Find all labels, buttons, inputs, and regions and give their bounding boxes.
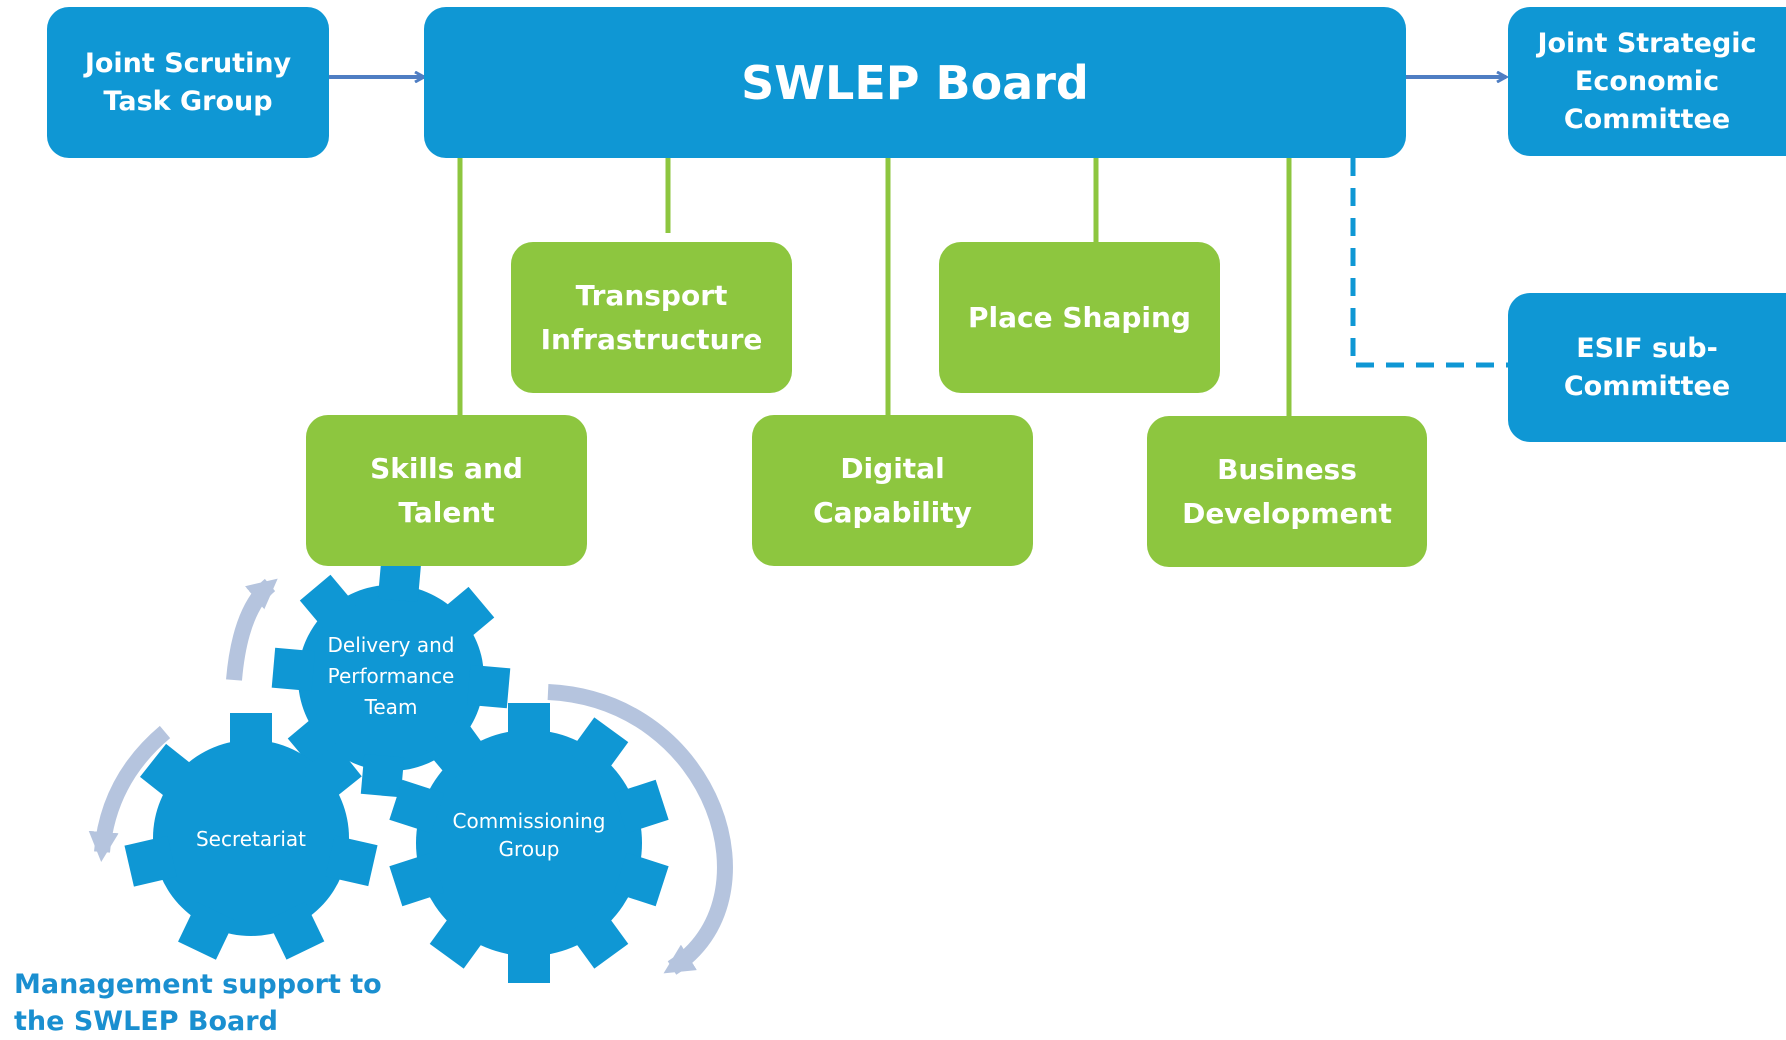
cycle-arrow-top bbox=[226, 578, 278, 681]
esif-label: ESIF sub-Committee bbox=[1563, 332, 1731, 402]
joint-strategic-label: Joint Strategic Economic Committee bbox=[1537, 27, 1757, 135]
digital-capability-box: Digital Capability bbox=[752, 415, 1033, 566]
swlep-board-box: SWLEP Board bbox=[424, 7, 1406, 158]
skills-talent-box: Skills and Talent bbox=[306, 415, 587, 566]
gear-commissioning-label: Commissioning Group bbox=[452, 809, 606, 861]
swlep-board-title: SWLEP Board bbox=[741, 55, 1089, 110]
transport-infrastructure-box: Transport Infrastructure bbox=[511, 242, 792, 393]
joint-strategic-box: Joint Strategic Economic Committee bbox=[1508, 7, 1786, 156]
gear-delivery-label: Delivery and Performance Team bbox=[327, 633, 455, 719]
gear-secretariat-label: Secretariat bbox=[195, 827, 307, 851]
gear-commissioning-icon bbox=[389, 703, 669, 983]
skills-talent-label: Skills and Talent bbox=[370, 451, 523, 529]
place-shaping-label: Place Shaping bbox=[968, 300, 1191, 334]
transport-infrastructure-label: Transport Infrastructure bbox=[540, 278, 763, 356]
business-development-box: Business Development bbox=[1147, 416, 1427, 567]
esif-box: ESIF sub-Committee bbox=[1508, 293, 1786, 442]
cycle-arrow-left bbox=[88, 725, 171, 862]
dashed-line-esif bbox=[1350, 158, 1508, 368]
digital-capability-label: Digital Capability bbox=[813, 451, 972, 529]
gear-secretariat-icon bbox=[124, 713, 378, 960]
cycle-arrow-right bbox=[547, 684, 733, 975]
joint-scrutiny-label: Joint Scrutiny Task Group bbox=[84, 47, 292, 117]
business-development-label: Business Development bbox=[1182, 452, 1392, 530]
joint-scrutiny-box: Joint Scrutiny Task Group bbox=[47, 7, 329, 158]
management-support-caption: Management support to the SWLEP Board bbox=[14, 969, 382, 1037]
place-shaping-box: Place Shaping bbox=[939, 242, 1220, 393]
